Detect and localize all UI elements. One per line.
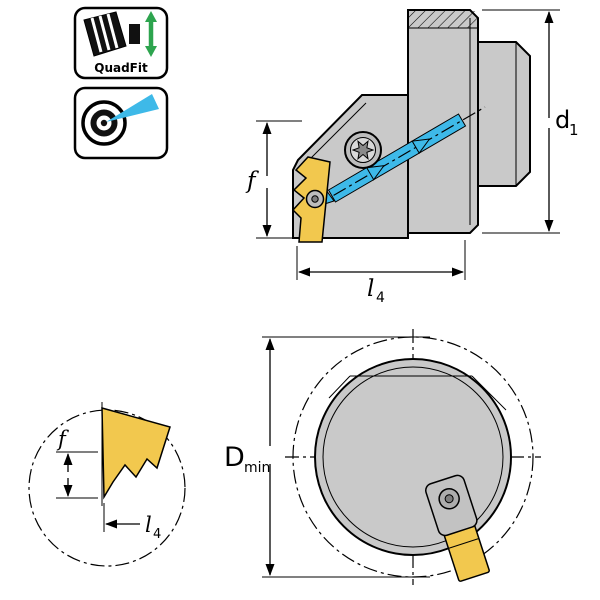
- front-view: D min: [224, 329, 541, 585]
- f-label: f: [245, 168, 259, 194]
- torx-screw: [344, 131, 382, 169]
- shank-coupling: [477, 41, 531, 187]
- dimension-f-detail: f: [56, 427, 98, 499]
- torx-star-icon: [351, 140, 375, 160]
- coolant-badge-frame: [73, 86, 169, 160]
- flange-hatch-section: [409, 11, 477, 28]
- clamp-screw-center: [444, 494, 454, 504]
- f-detail-label: f: [56, 427, 69, 451]
- insert-screw: [305, 189, 325, 209]
- head-front-body: [314, 358, 512, 556]
- head-top-chamfer-right: [471, 375, 507, 411]
- quadfit-label: QuadFit: [94, 61, 148, 75]
- d1-subscript: 1: [569, 121, 579, 139]
- insert-assembly-front: [425, 474, 490, 582]
- l4-detail-subscript: 4: [153, 527, 161, 542]
- coolant-centerline: [311, 106, 486, 209]
- threading-insert-profile: [101, 407, 171, 500]
- dimension-l4-detail: l 4: [103, 503, 161, 542]
- d1-label: d: [555, 106, 570, 134]
- dmin-label: D: [224, 442, 245, 473]
- insert-detail-view: f l 4: [28, 402, 186, 567]
- flange-body: [407, 9, 479, 234]
- side-view: d 1 f l 4: [245, 9, 579, 306]
- l4-label: l: [367, 276, 374, 302]
- coolant-flow-arrow-icon: [365, 164, 386, 181]
- coolant-badge: [73, 86, 169, 160]
- quadfit-arrow-icon: [145, 11, 157, 57]
- head-top-chamfer-left: [328, 375, 351, 399]
- l4-detail-label: l: [145, 513, 152, 537]
- detail-circle: [28, 409, 186, 567]
- quadfit-coupling-icon: [83, 11, 140, 57]
- quadfit-badge: QuadFit: [73, 6, 169, 80]
- quadfit-badge-frame: [73, 6, 169, 80]
- dimension-f: f: [245, 120, 302, 239]
- dmin-subscript: min: [244, 460, 270, 476]
- head-front-inner-edge: [322, 366, 504, 548]
- coolant-flow-arrow-icon: [411, 138, 431, 155]
- dimension-l4: l 4: [296, 240, 466, 306]
- target-icon: [81, 100, 127, 146]
- head-chamfer-line: [305, 102, 367, 164]
- dimension-d1: d 1: [482, 9, 579, 234]
- coolant-jet-icon: [106, 94, 159, 122]
- dimension-dmin: D min: [224, 336, 430, 578]
- l4-subscript: 4: [376, 290, 385, 306]
